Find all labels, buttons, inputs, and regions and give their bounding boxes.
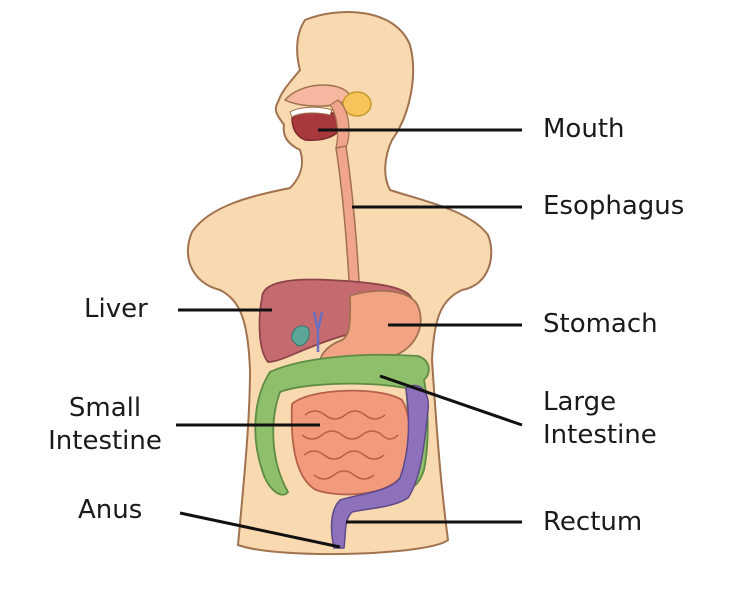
bile-duct [312, 311, 324, 352]
teeth [289, 106, 333, 118]
liver-label: Liver [84, 294, 148, 324]
large-intestine-label-line1: Large [543, 387, 617, 417]
anus-leader-line [179, 511, 341, 549]
stomach-label: Stomach [543, 309, 658, 339]
small-intestine-folds [301, 410, 399, 480]
gallbladder [291, 325, 310, 347]
small-intestine-label-line1: Small [68, 393, 142, 423]
small-intestine-label-line2: Intestine [48, 425, 162, 456]
large-intestine-label-line2: Intestine [543, 419, 657, 450]
small-intestine-organ [290, 389, 411, 496]
rectum-label: Rectum [543, 507, 643, 537]
salivary-gland [342, 91, 372, 117]
anus-label: Anus [78, 495, 143, 525]
mouth-label: Mouth [543, 114, 625, 144]
small-intestine-label: Small Intestine [38, 392, 172, 457]
leader-lines [176, 128, 523, 549]
large-intestine-label: Large Intestine [543, 386, 657, 451]
large-intestine-leader-line [379, 374, 523, 427]
rectum-organ [330, 384, 429, 549]
esophagus-label: Esophagus [543, 191, 685, 221]
